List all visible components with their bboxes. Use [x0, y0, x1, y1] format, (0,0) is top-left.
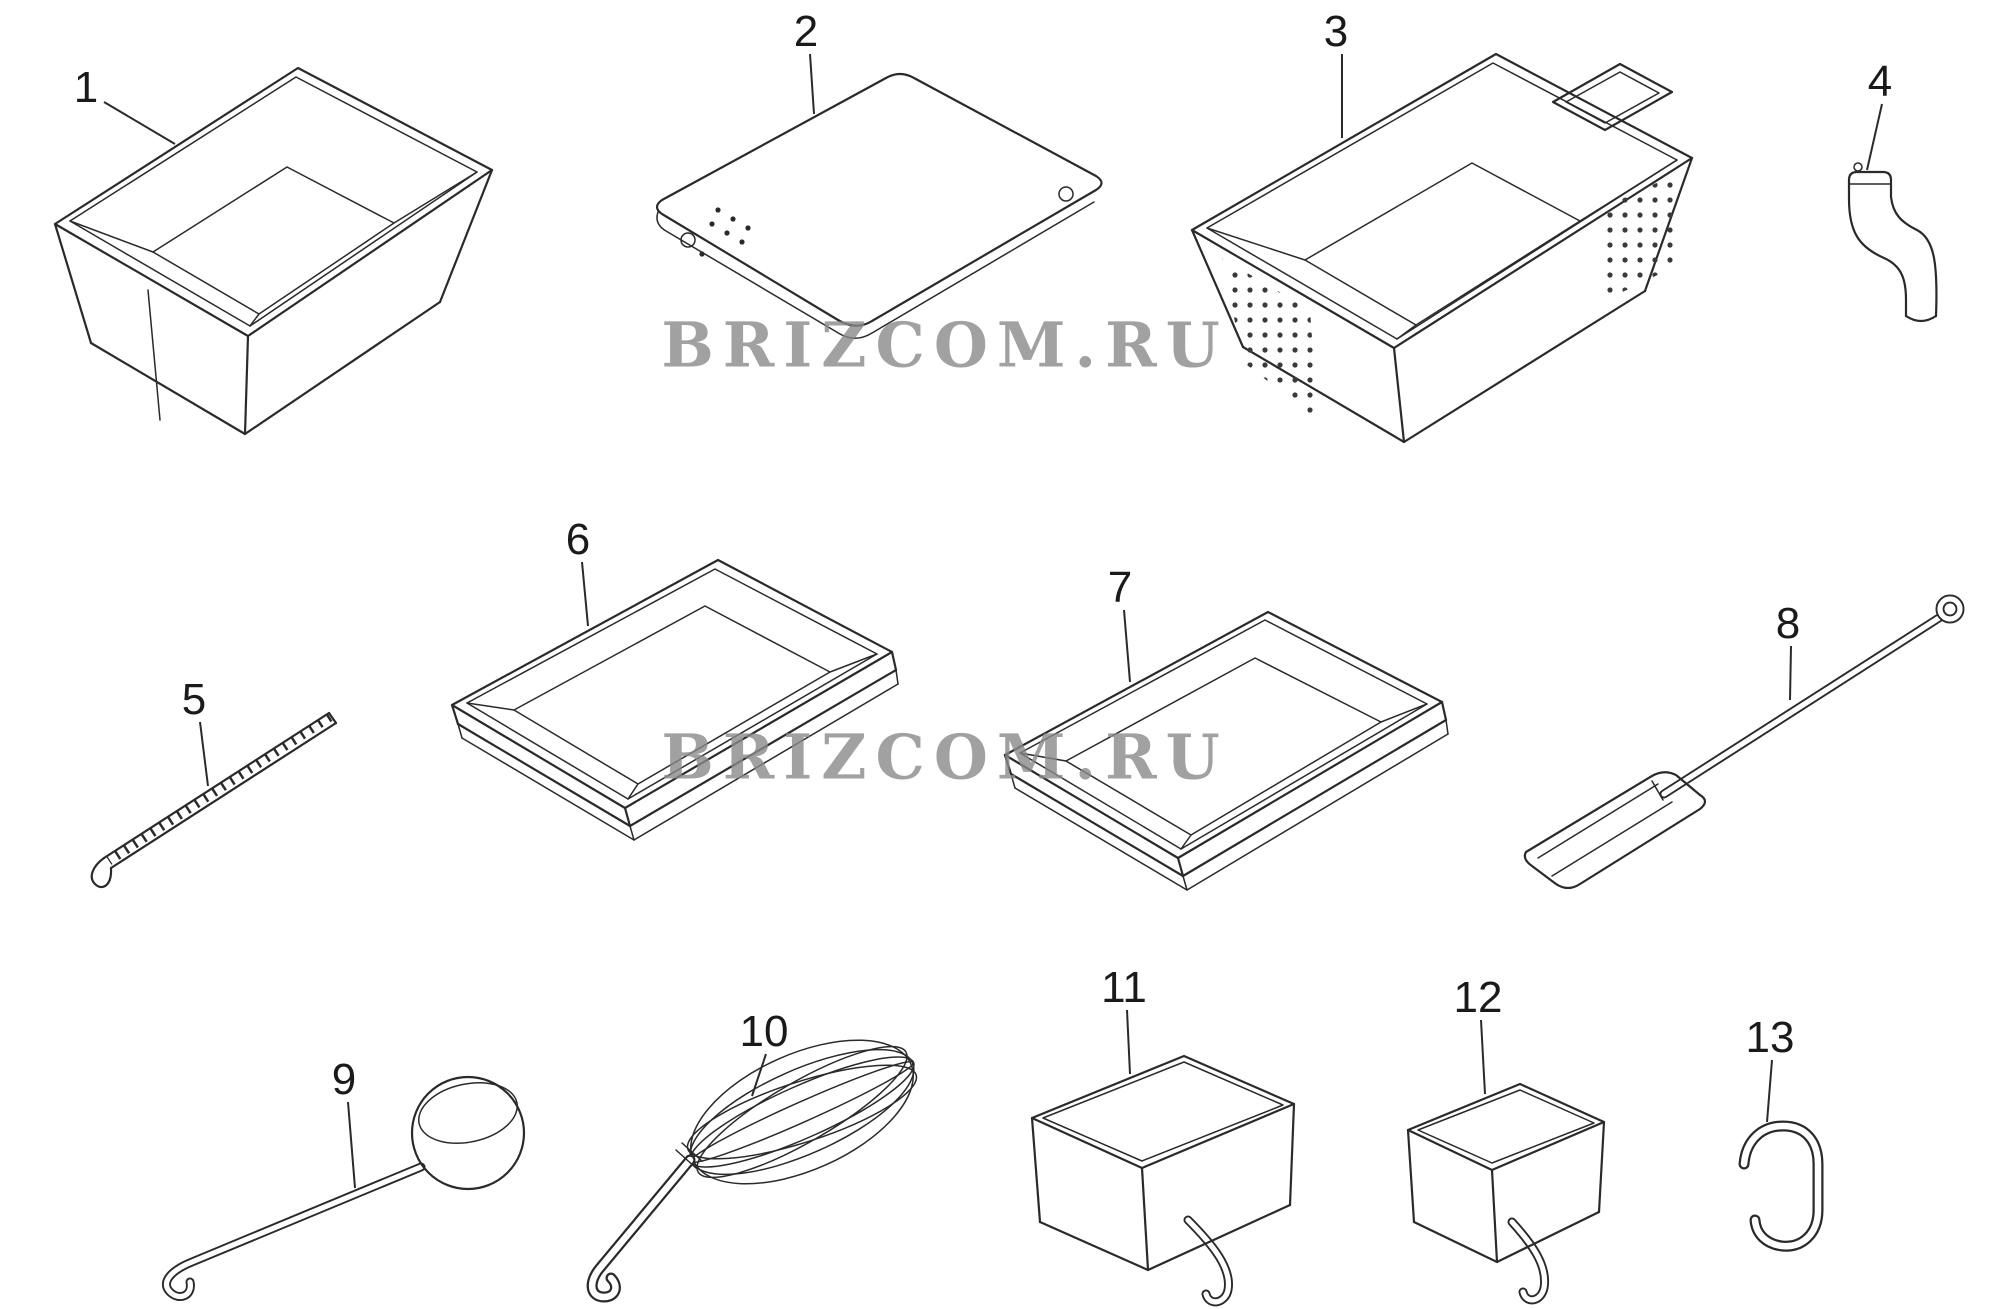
part-4-curved-spout — [1847, 162, 1938, 323]
part-label-10: 10 — [739, 1007, 789, 1056]
part-label-11: 11 — [1101, 963, 1147, 1012]
part-label-12: 12 — [1453, 973, 1503, 1022]
part-7-shallow-tray — [1003, 610, 1449, 891]
part-label-6: 6 — [565, 515, 591, 564]
watermark-text-upper: BRIZCOM.RU — [661, 308, 1229, 382]
part-13-hook — [1738, 1120, 1824, 1252]
part-5-rod — [90, 711, 338, 889]
part-10-whisk — [586, 1039, 918, 1303]
part-label-7: 7 — [1107, 563, 1133, 612]
part-8-paddle — [1523, 594, 1965, 890]
part-label-3: 3 — [1323, 7, 1349, 56]
part-label-4: 4 — [1867, 57, 1893, 106]
leader-lines — [103, 53, 1883, 1189]
part-2-flat-lid — [655, 72, 1103, 339]
watermark-text-lower: BRIZCOM.RU — [661, 720, 1229, 794]
part-label-5: 5 — [181, 675, 207, 724]
part-label-8: 8 — [1775, 599, 1801, 648]
part-label-2: 2 — [793, 7, 819, 56]
part-label-13: 13 — [1745, 1013, 1795, 1062]
part-label-1: 1 — [73, 63, 99, 112]
part-3-perforated-basket — [1190, 52, 1694, 444]
part-11-basket-hook — [1030, 1054, 1296, 1307]
part-6-shallow-tray — [450, 558, 899, 841]
part-label-9: 9 — [331, 1055, 357, 1104]
part-9-ladle — [162, 1075, 526, 1301]
part-12-small-basket-hook — [1406, 1082, 1606, 1305]
part-1-deep-pan — [53, 66, 494, 436]
